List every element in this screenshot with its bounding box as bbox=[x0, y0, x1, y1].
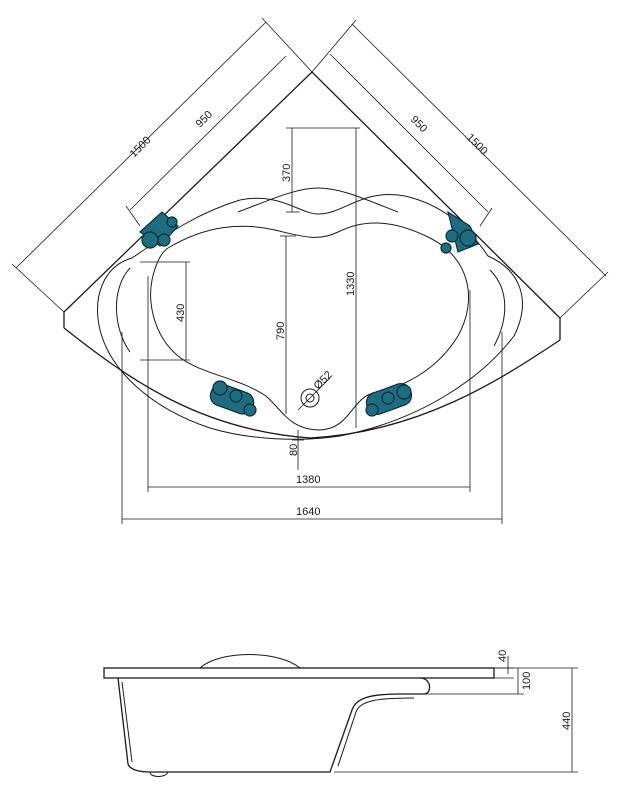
right-top-fitting-icon bbox=[440, 210, 479, 254]
dim-group-total-height: 440 bbox=[334, 667, 578, 773]
plan-view: Ø52 bbox=[11, 17, 609, 524]
dim-overall-width: 1640 bbox=[296, 506, 320, 518]
dim-inner-side-left: 950 bbox=[194, 109, 215, 130]
dim-inner-width: 1380 bbox=[296, 474, 320, 486]
headrest-curve bbox=[237, 187, 399, 213]
drain-inner-ring bbox=[305, 393, 315, 403]
dim-group-drain-offset: 80 bbox=[288, 430, 304, 470]
side-tub-body bbox=[117, 677, 431, 773]
side-headrest-dome bbox=[199, 654, 301, 669]
left-top-fitting-icon bbox=[139, 211, 179, 249]
rim-front-edge bbox=[63, 327, 561, 439]
dim-basin-length: 790 bbox=[275, 322, 287, 340]
dim-group-rim-height: 100 bbox=[426, 668, 533, 695]
dim-group-outer-left: 1500 bbox=[11, 17, 313, 313]
dim-drain-offset: 80 bbox=[288, 444, 300, 456]
dim-group-overall-width: 1640 bbox=[121, 332, 503, 524]
dim-inner-side-right: 950 bbox=[408, 114, 429, 135]
dim-headrest-depth: 370 bbox=[281, 164, 293, 182]
dim-outer-side-right: 1500 bbox=[464, 132, 490, 158]
dim-group-rim-thickness: 40 bbox=[494, 650, 514, 679]
rim-outline bbox=[63, 71, 561, 340]
dim-group-seat-width: 430 bbox=[140, 261, 190, 361]
left-seat-curve bbox=[116, 267, 131, 353]
dim-group-basin-length: 790 bbox=[275, 235, 296, 414]
dim-internal-length: 1330 bbox=[345, 272, 357, 296]
side-rim bbox=[103, 667, 495, 679]
drain-outer-ring bbox=[300, 388, 320, 408]
right-bottom-fitting-icon bbox=[365, 383, 413, 417]
side-foot bbox=[149, 771, 169, 777]
dim-drain-diameter: Ø52 bbox=[312, 369, 335, 392]
dim-group-inner-width: 1380 bbox=[147, 276, 471, 492]
dim-outer-side-left: 1500 bbox=[128, 134, 154, 160]
right-seat-curve bbox=[489, 269, 506, 347]
dim-group-headrest: 370 bbox=[281, 127, 360, 213]
dim-seat-width: 430 bbox=[175, 304, 187, 322]
drain: Ø52 bbox=[297, 369, 335, 411]
dim-total-height: 440 bbox=[561, 712, 573, 730]
basin-outer-contour bbox=[97, 194, 523, 440]
side-view: 40 100 440 bbox=[103, 650, 578, 777]
dim-rim-height: 100 bbox=[521, 672, 533, 690]
fittings bbox=[139, 210, 479, 417]
dim-rim-thickness: 40 bbox=[497, 650, 509, 662]
left-bottom-fitting-icon bbox=[209, 380, 257, 417]
side-tub-inner-line bbox=[121, 681, 415, 767]
dim-group-internal-length: 1330 bbox=[345, 128, 357, 428]
